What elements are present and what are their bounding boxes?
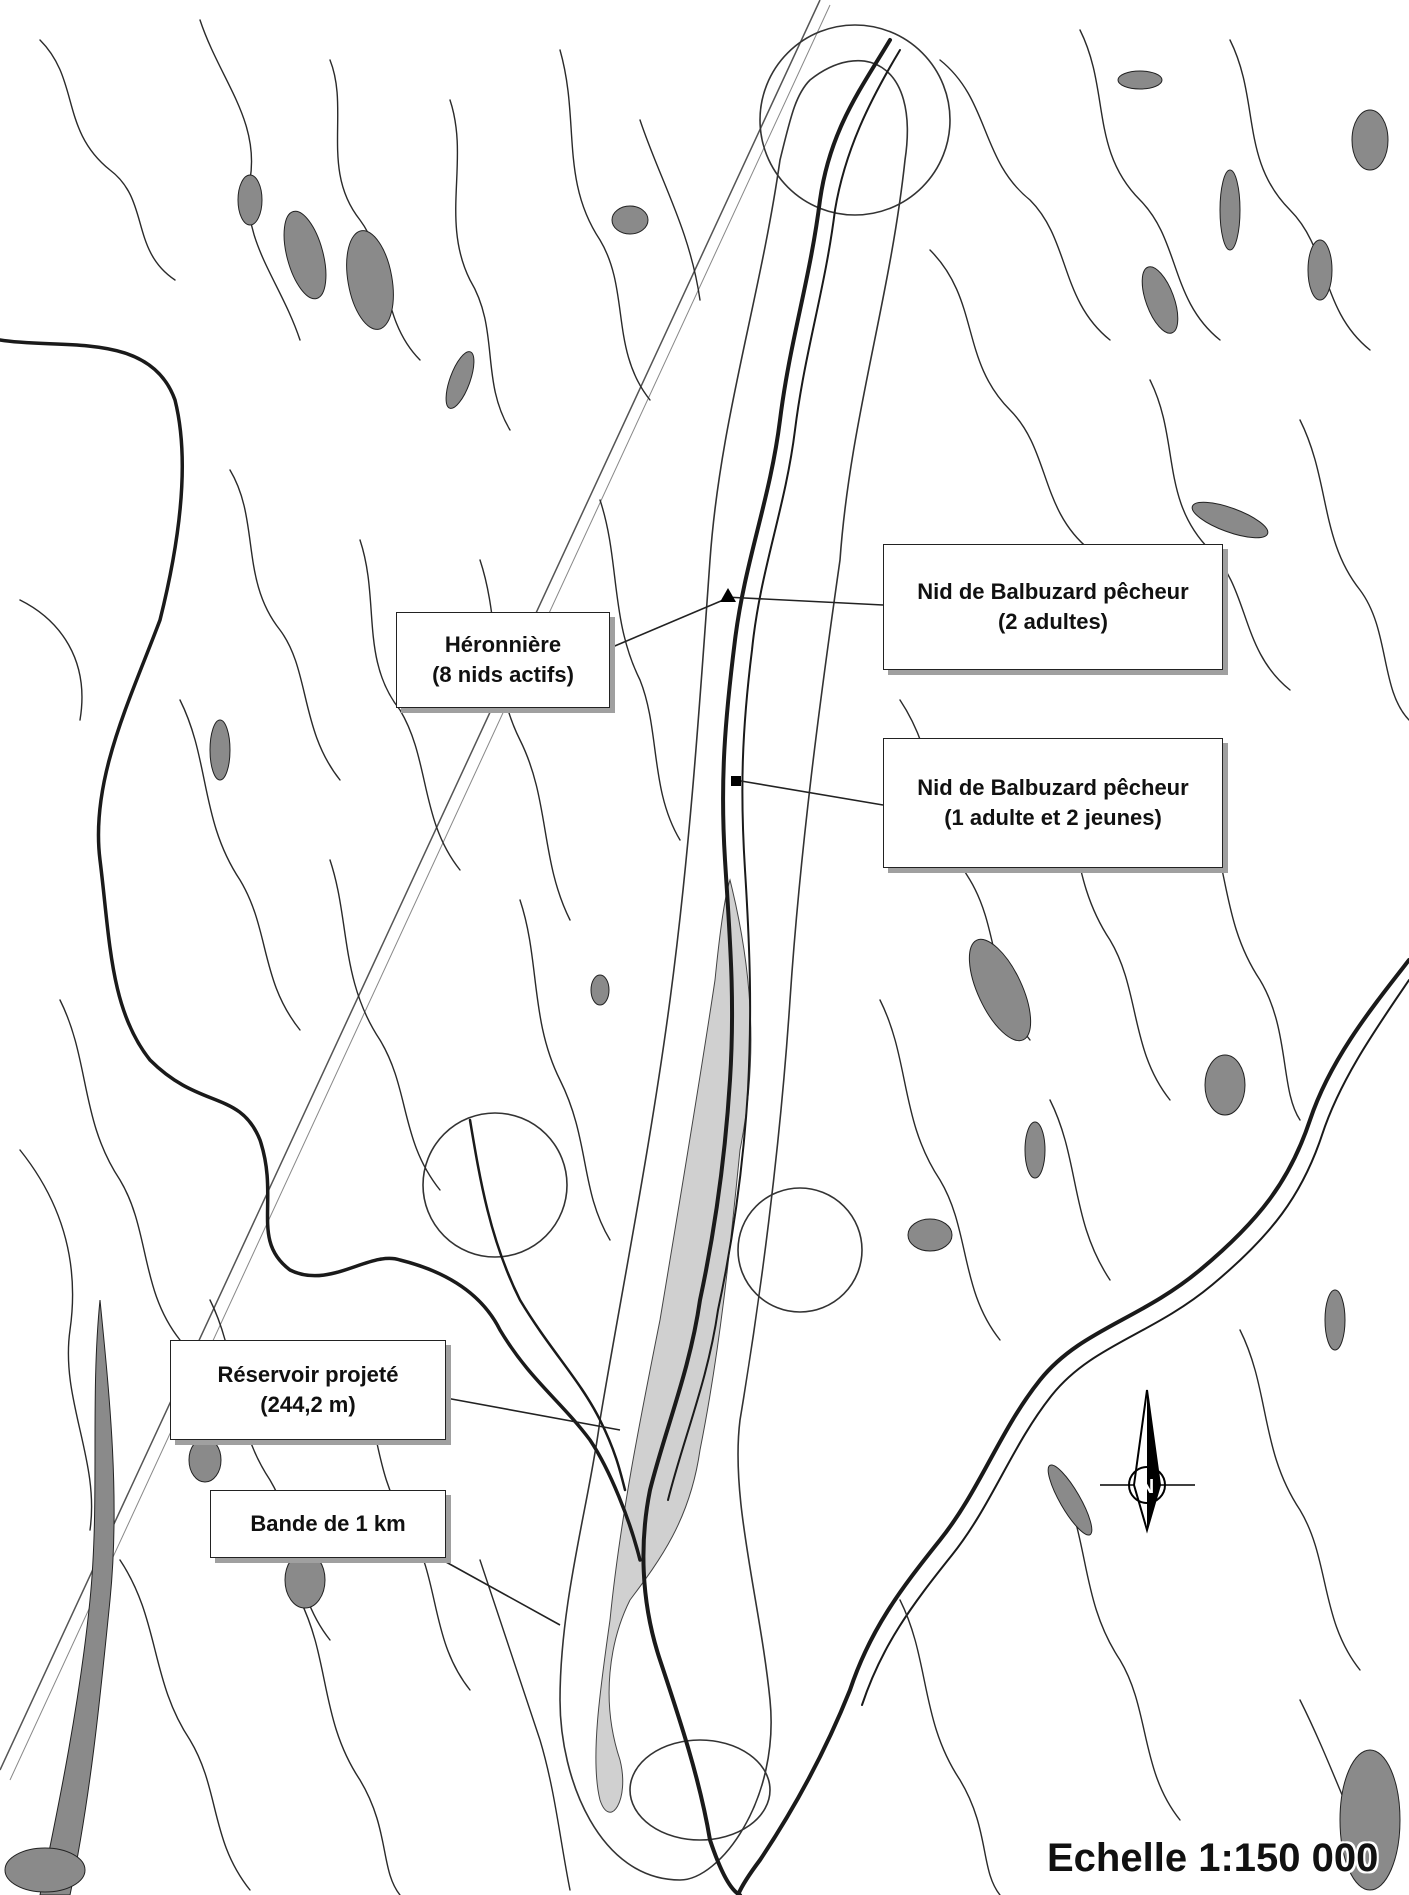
osprey-nest-marker-2 [731,776,741,786]
leader-osprey-2 [734,779,884,806]
osprey-nest-label-2: Nid de Balbuzard pêcheur (1 adulte et 2 … [883,738,1223,868]
west-river [0,338,642,1562]
heronry-label-line1: Héronnière [444,632,562,658]
streams-east [879,29,1409,1895]
reservoir-label: Réservoir projeté (244,2 m) [170,1340,446,1440]
osprey-nest-2-line2: (1 adulte et 2 jeunes) [944,805,1162,830]
buffer-band-outline [559,59,909,1881]
leader-reservoir [445,1397,621,1431]
callout-leader-lines [445,596,884,1626]
buffer-band-label: Bande de 1 km [210,1490,446,1558]
osprey-nest-2-line1: Nid de Balbuzard pêcheur [917,775,1189,801]
reservoir-label-line2: (244,2 m) [260,1392,356,1417]
tributary-heronry [468,1118,627,1492]
lakes [4,70,1401,1895]
transmission-line-2 [9,4,831,1781]
reservoir-label-line1: Réservoir projeté [217,1362,399,1388]
buffer-circle-east [737,1187,863,1313]
buffer-band-label-text: Bande de 1 km [250,1511,406,1537]
leader-heronry [609,597,729,649]
reservoir-area [595,878,752,1813]
main-river-bank [667,49,901,1501]
buffer-circle-heronry [422,1112,568,1258]
heronry-label: Héronnière (8 nids actifs) [396,612,610,708]
main-river [641,38,892,1895]
osprey-nest-1-line1: Nid de Balbuzard pêcheur [917,579,1189,605]
north-arrow-letter: N [1140,1476,1154,1498]
north-arrow: N [1100,1389,1195,1534]
osprey-nest-label-1: Nid de Balbuzard pêcheur (2 adultes) [883,544,1223,670]
osprey-nest-1-line2: (2 adultes) [997,609,1109,634]
east-river [736,958,1409,1895]
buffer-circle-south [629,1739,771,1841]
scale-label: Echelle 1:150 000 [1047,1836,1379,1880]
leader-buffer [445,1561,561,1626]
leader-osprey-1 [724,596,884,606]
buffer-circle-north [759,24,951,216]
heronry-label-line2: (8 nids actifs) [432,662,574,687]
east-river-bank [861,979,1409,1706]
osprey-nest-marker [720,588,736,602]
transmission-line [0,0,821,1771]
